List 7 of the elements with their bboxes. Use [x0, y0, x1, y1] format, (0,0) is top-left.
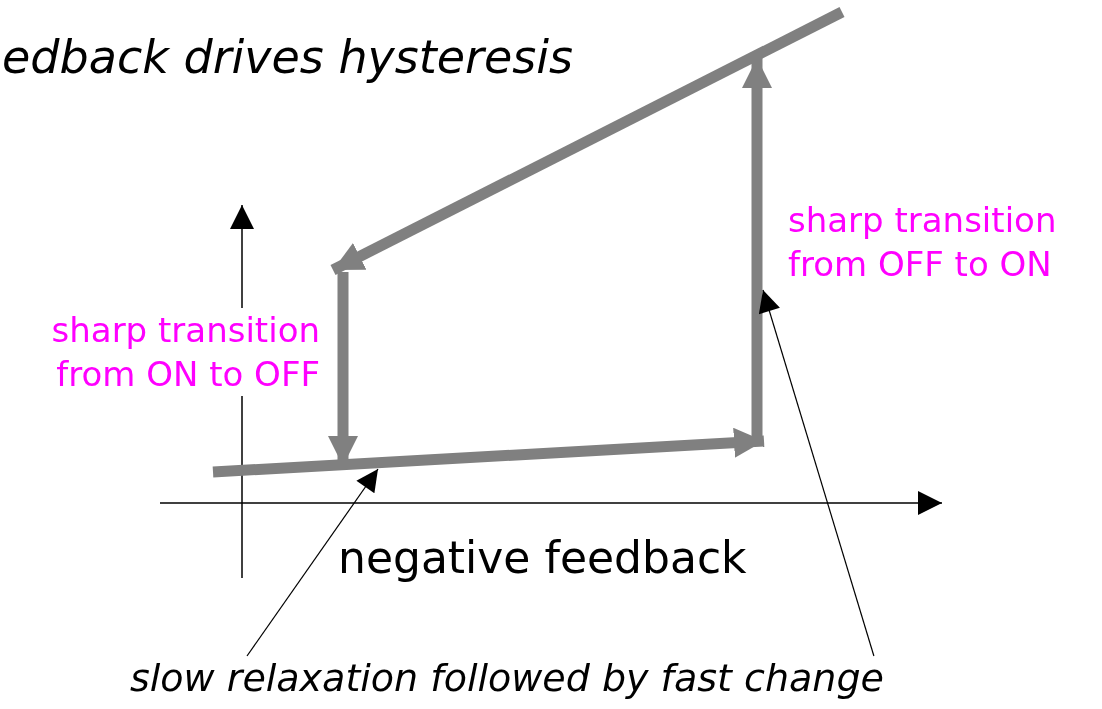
title: edback drives hysteresis: [2, 30, 574, 84]
annotation-text: slow relaxation followed by fast change: [130, 656, 884, 702]
annotation-text: sharp transition from OFF to ON: [788, 199, 1058, 287]
leader-line: [758, 289, 875, 657]
leader-line: [246, 468, 379, 657]
axis-label: negative feedback: [338, 532, 747, 583]
lower-branch-arrow: [212, 427, 765, 478]
